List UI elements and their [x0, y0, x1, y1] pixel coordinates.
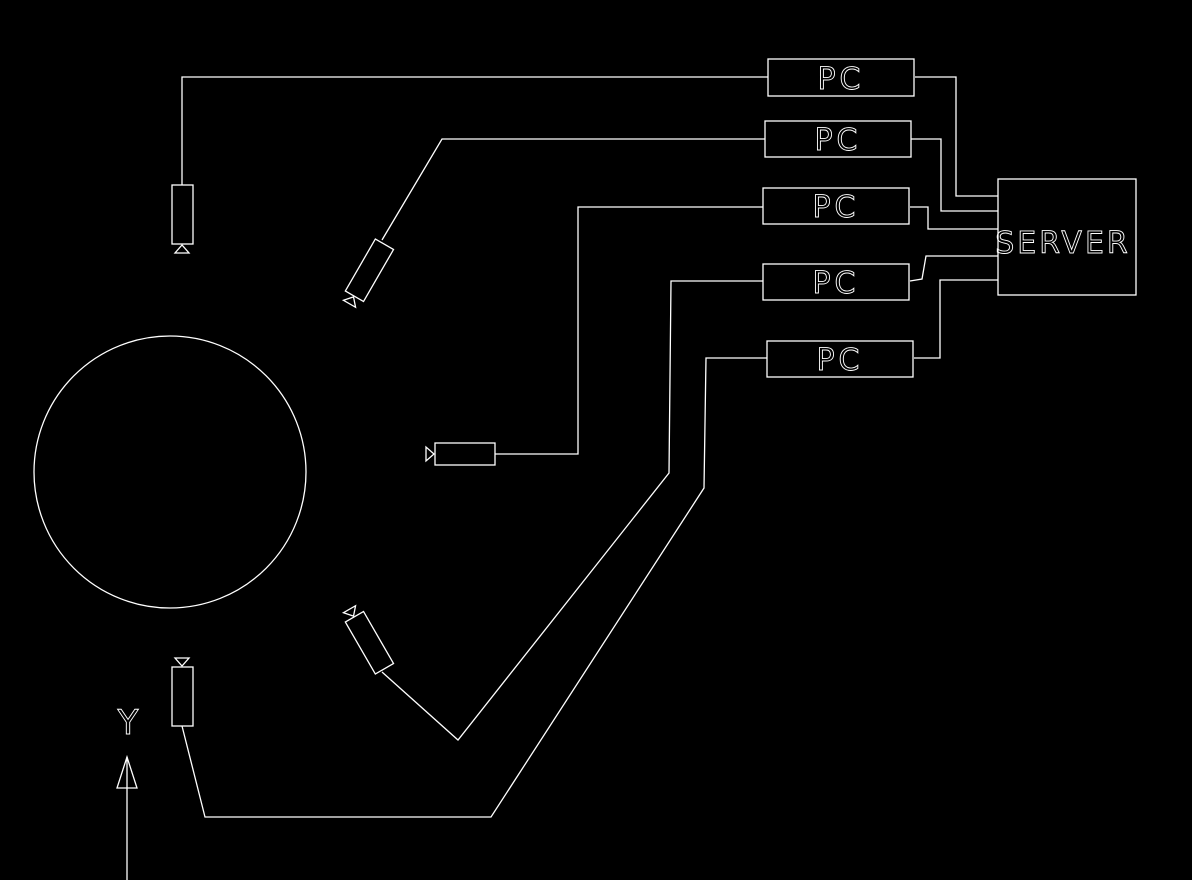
camera-lens	[341, 295, 357, 309]
camera-lens	[173, 657, 191, 667]
pc-1: PC	[767, 58, 915, 97]
cable-bottom	[181, 357, 767, 818]
camera-bottom	[171, 657, 194, 727]
camera-upper-right	[341, 238, 395, 309]
camera-lens	[341, 604, 357, 618]
pc-label: PC	[816, 343, 863, 378]
camera-body	[171, 184, 194, 245]
pc-3: PC	[762, 187, 910, 225]
cable-lower-right	[381, 280, 763, 741]
camera-top	[171, 184, 194, 254]
camera-cables	[181, 76, 768, 818]
server-label: SERVER	[995, 226, 1131, 261]
pc-5: PC	[766, 340, 914, 378]
monitored-object	[33, 335, 307, 609]
pc-label: PC	[817, 62, 864, 97]
cable-top	[181, 76, 768, 185]
cable-upper-right	[381, 138, 765, 241]
pc-label: PC	[812, 190, 859, 225]
camera-body	[344, 610, 395, 675]
camera-lens	[425, 445, 435, 463]
pc-box	[767, 58, 915, 97]
camera-lower-right	[341, 604, 395, 675]
axis-label: Y	[117, 703, 139, 743]
server: SERVER	[995, 178, 1137, 296]
cable-middle	[495, 206, 763, 455]
pc-label: PC	[814, 123, 861, 158]
pc-box	[762, 263, 910, 301]
link-pc-2	[911, 138, 1001, 212]
server-links	[909, 76, 1001, 359]
camera-body	[344, 238, 395, 303]
link-pc-3	[910, 206, 998, 230]
y-axis-indicator: Y	[116, 703, 139, 880]
link-pc-4	[909, 255, 998, 282]
camera-body	[171, 666, 194, 727]
pc-box	[766, 340, 914, 378]
pc-box	[762, 187, 910, 225]
camera-lens	[173, 244, 191, 254]
link-pc-5	[914, 279, 998, 359]
pc-4: PC	[762, 263, 910, 301]
pc-label: PC	[812, 266, 859, 301]
camera-middle	[425, 442, 496, 466]
pc-2: PC	[764, 120, 912, 158]
link-pc-1	[915, 76, 1001, 197]
camera-body	[434, 442, 496, 466]
server-box	[997, 178, 1137, 296]
pc-box	[764, 120, 912, 158]
